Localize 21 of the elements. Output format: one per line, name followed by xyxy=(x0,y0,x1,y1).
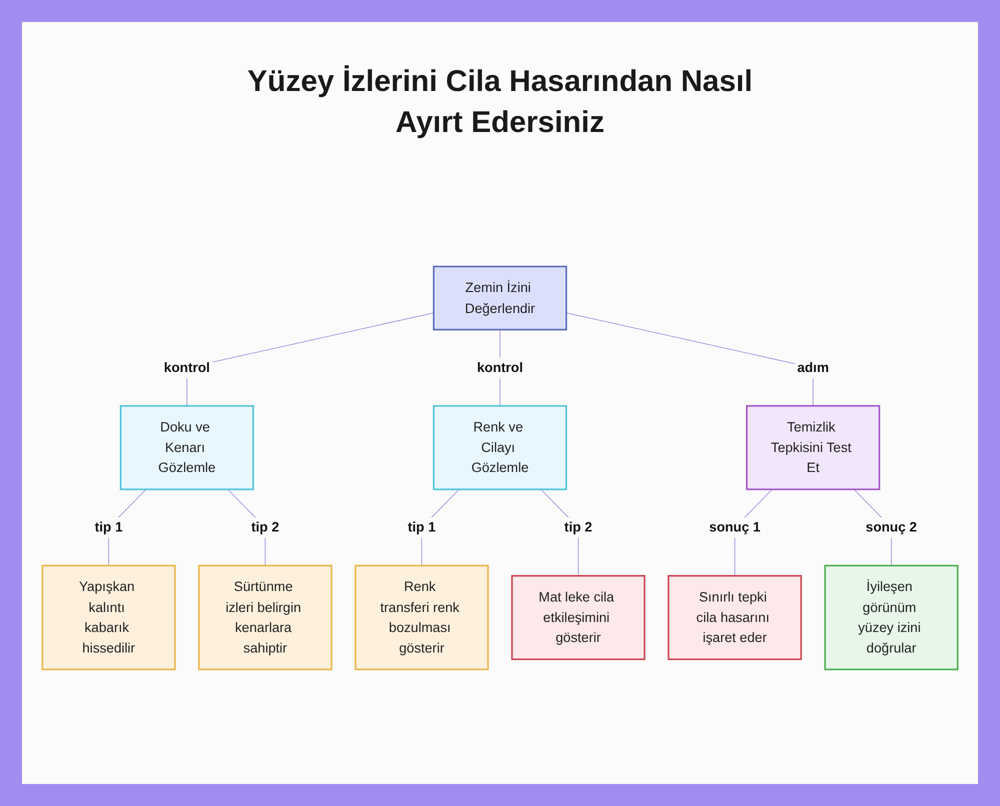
node-box: İyileşen görünüm yüzey izini doğrular xyxy=(824,564,958,670)
node-box: Zemin İzini Değerlendir xyxy=(432,266,568,330)
edge-label: tip 1 xyxy=(408,520,436,535)
edge-label: sonuç 1 xyxy=(709,520,760,535)
edge-label: kontrol xyxy=(164,360,210,376)
edge-label: tip 2 xyxy=(564,520,592,535)
edge-label: tip 2 xyxy=(251,520,280,535)
diagram-title: Yüzey İzlerini Cila Hasarından Nasıl Ayırt Edersiniz xyxy=(246,64,754,140)
node-box: Sınırlı tepki cila hasarını işaret eder xyxy=(668,575,802,660)
node-box: Sürtünme izleri belirgin kenarlara sahiptir xyxy=(198,564,332,670)
node-box: Yapışkan kalıntı kabarık hissedilir xyxy=(42,564,176,670)
connector xyxy=(566,312,814,406)
node-box: Renk ve Cilayı Gözlemle xyxy=(432,405,568,490)
edge-label: kontrol xyxy=(476,360,523,376)
node-box: Renk transferi renk bozulması gösterir xyxy=(354,564,489,670)
edge-label: tip 1 xyxy=(94,520,123,535)
node-box: Temizlik Tepkisini Test Et xyxy=(746,405,880,490)
node-box: Mat leke cila etkileşimini gösterir xyxy=(511,575,646,660)
edge-label: adım xyxy=(797,360,829,376)
node-box: Doku ve Kenarı Gözlemle xyxy=(120,405,254,490)
edge-label: sonuç 2 xyxy=(866,520,917,535)
